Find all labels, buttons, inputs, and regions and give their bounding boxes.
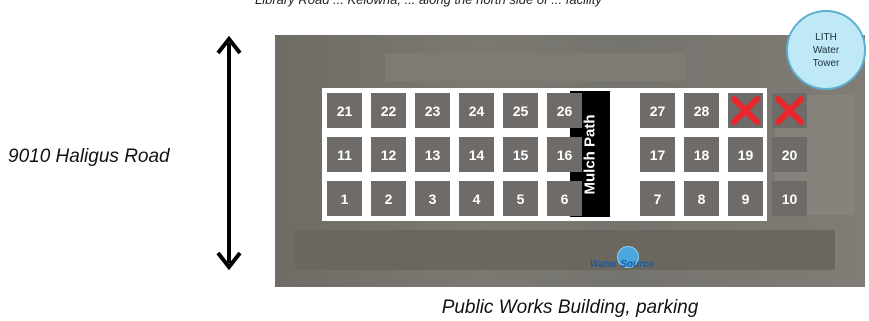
garden-plot xyxy=(772,93,807,128)
map-field-texture xyxy=(295,230,835,270)
garden-plot: 27 xyxy=(640,93,675,128)
garden-plot: 6 xyxy=(547,181,582,216)
water-source-label: Water Source xyxy=(577,259,667,270)
plot-number: 12 xyxy=(381,147,397,163)
plot-number: 3 xyxy=(429,191,437,207)
garden-plot: 5 xyxy=(503,181,538,216)
garden-plot: 1 xyxy=(327,181,362,216)
plot-number: 23 xyxy=(425,103,441,119)
plot-number: 22 xyxy=(381,103,397,119)
plot-number: 11 xyxy=(337,147,352,163)
garden-plot: 4 xyxy=(459,181,494,216)
garden-plot: 13 xyxy=(415,137,450,172)
plot-number: 25 xyxy=(513,103,529,119)
garden-plot: 24 xyxy=(459,93,494,128)
garden-plot: 17 xyxy=(640,137,675,172)
plot-number: 21 xyxy=(337,103,353,119)
garden-plot: 8 xyxy=(684,181,719,216)
garden-plot: 16 xyxy=(547,137,582,172)
plot-number: 7 xyxy=(654,191,662,207)
plot-number: 20 xyxy=(782,147,798,163)
plot-number: 14 xyxy=(469,147,485,163)
plot-number: 19 xyxy=(738,147,754,163)
garden-plot: 7 xyxy=(640,181,675,216)
unavailable-x-icon xyxy=(728,93,763,128)
water-tower-line2: Water xyxy=(813,44,839,57)
plot-number: 26 xyxy=(557,103,573,119)
garden-plot: 23 xyxy=(415,93,450,128)
plot-number: 5 xyxy=(517,191,525,207)
plot-number: 9 xyxy=(742,191,750,207)
plot-number: 18 xyxy=(694,147,710,163)
water-tower-line3: Tower xyxy=(813,57,840,70)
plot-number: 24 xyxy=(469,103,485,119)
garden-plot: 25 xyxy=(503,93,538,128)
road-label: 9010 Haligus Road xyxy=(8,146,170,168)
plot-number: 16 xyxy=(557,147,573,163)
plot-number: 10 xyxy=(782,191,798,207)
plot-number: 17 xyxy=(650,147,666,163)
plot-number: 8 xyxy=(698,191,706,207)
garden-plot: 28 xyxy=(684,93,719,128)
plot-number: 2 xyxy=(385,191,393,207)
water-tower-line1: LITH xyxy=(815,31,837,44)
garden-plot: 2 xyxy=(371,181,406,216)
garden-plot: 26 xyxy=(547,93,582,128)
mulch-path-label: Mulch Path xyxy=(582,114,599,194)
bottom-label: Public Works Building, parking xyxy=(330,297,810,319)
plot-number: 1 xyxy=(341,191,349,207)
plot-number: 13 xyxy=(425,147,441,163)
water-tower: LITH Water Tower xyxy=(786,10,866,90)
garden-plot: 15 xyxy=(503,137,538,172)
garden-plot: 20 xyxy=(772,137,807,172)
garden-plot: 18 xyxy=(684,137,719,172)
garden-plot: 21 xyxy=(327,93,362,128)
garden-plot xyxy=(728,93,763,128)
plot-number: 15 xyxy=(513,147,529,163)
garden-plot: 11 xyxy=(327,137,362,172)
plot-number: 28 xyxy=(694,103,710,119)
plot-number: 6 xyxy=(561,191,569,207)
garden-plot: 10 xyxy=(772,181,807,216)
top-caption: Library Road ... Kelowna, ... along the … xyxy=(255,0,869,10)
garden-plot: 19 xyxy=(728,137,763,172)
garden-plot: 22 xyxy=(371,93,406,128)
unavailable-x-icon xyxy=(772,93,807,128)
garden-plot: 9 xyxy=(728,181,763,216)
garden-plot: 14 xyxy=(459,137,494,172)
garden-plot: 12 xyxy=(371,137,406,172)
garden-plot: 3 xyxy=(415,181,450,216)
water-source: Water Source xyxy=(577,246,667,276)
plot-number: 4 xyxy=(473,191,481,207)
double-arrow-icon xyxy=(214,33,244,273)
map-field-texture xyxy=(385,53,685,81)
plot-number: 27 xyxy=(650,103,666,119)
